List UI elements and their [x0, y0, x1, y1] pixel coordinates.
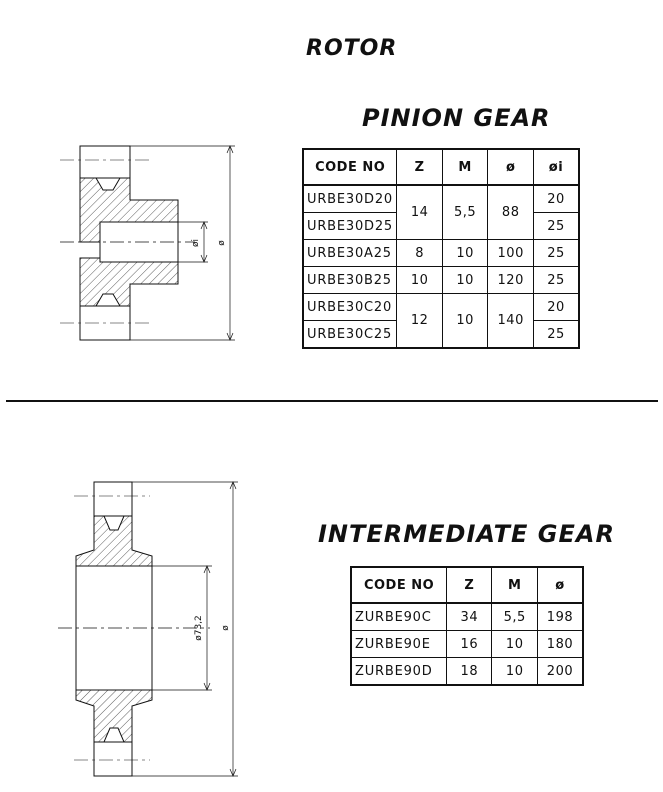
code-cell: URBE30C25	[302, 320, 398, 349]
header-m: M	[491, 566, 538, 604]
inter-upper-section	[75, 515, 153, 567]
code-cell: URBE30A25	[302, 239, 398, 267]
pinion-top-tooth	[79, 145, 131, 179]
code-cell: URBE30D20	[302, 184, 398, 213]
pinion-lower-section	[79, 257, 179, 307]
table-row: ZURBE90D 18 10 200	[350, 657, 584, 686]
pinion-gear-drawing	[60, 145, 235, 341]
pinion-outer-label: ø	[217, 240, 227, 246]
header-m: M	[441, 148, 489, 186]
z-cell: 34	[446, 602, 493, 631]
inner-diameter-cell: 20	[533, 293, 580, 321]
inter-bottom-tooth	[93, 741, 133, 777]
inner-diameter-cell: 25	[533, 320, 580, 349]
inter-bore-label: ø73,2	[194, 615, 204, 641]
section-divider	[6, 400, 658, 402]
code-cell: ZURBE90C	[350, 602, 448, 631]
header-diameter: ø	[536, 566, 584, 604]
table-header-row: CODE NO Z M ø øi	[302, 148, 580, 186]
diameter-cell: 198	[536, 602, 584, 631]
intermediate-gear-title: INTERMEDIATE GEAR	[318, 520, 615, 548]
z-cell: 8	[396, 239, 443, 267]
header-code-no: CODE NO	[302, 148, 398, 186]
header-diameter: ø	[487, 148, 534, 186]
table-row: URBE30A25 8 10 100 25	[302, 239, 580, 267]
header-code-no: CODE NO	[350, 566, 448, 604]
pinion-gear-table: CODE NO Z M ø øi URBE30D20 14 5,5 88 20 …	[302, 148, 580, 349]
m-cell: 10	[491, 630, 538, 658]
inter-top-tooth	[93, 481, 133, 517]
pinion-gear-title: PINION GEAR	[362, 104, 551, 132]
m-cell: 10	[491, 657, 538, 686]
table-header-row: CODE NO Z M ø	[350, 566, 584, 604]
diameter-cell: 120	[487, 266, 534, 294]
z-cell: 10	[396, 266, 443, 294]
table-row: URBE30B25 10 10 120 25	[302, 266, 580, 294]
z-cell: 18	[446, 657, 493, 686]
header-z: Z	[446, 566, 493, 604]
z-cell: 16	[446, 630, 493, 658]
diameter-cell: 140	[487, 293, 534, 349]
code-cell: ZURBE90E	[350, 630, 448, 658]
header-inner-diameter: øi	[533, 148, 580, 186]
intermediate-gear-table: CODE NO Z M ø ZURBE90C 34 5,5 198 ZURBE9…	[350, 566, 584, 686]
intermediate-gear-drawing	[58, 481, 238, 777]
header-z: Z	[396, 148, 443, 186]
table-row: URBE30D20 14 5,5 88 20	[302, 184, 580, 240]
inter-outer-label: ø	[221, 625, 231, 631]
pinion-bore-label: øi	[191, 239, 201, 247]
m-cell: 10	[441, 293, 489, 349]
inner-diameter-cell: 20	[533, 184, 580, 213]
table-row: URBE30C25 25	[302, 320, 580, 349]
diameter-cell: 180	[536, 630, 584, 658]
table-row: ZURBE90E 16 10 180	[350, 630, 584, 658]
diameter-cell: 100	[487, 239, 534, 267]
m-cell: 10	[441, 266, 489, 294]
inner-diameter-cell: 25	[533, 212, 580, 240]
table-row: URBE30C20 12 10 140 20	[302, 293, 580, 349]
inter-lower-section	[75, 689, 153, 743]
z-cell: 12	[396, 293, 443, 349]
rotor-title: ROTOR	[306, 36, 398, 61]
table-row: ZURBE90C 34 5,5 198	[350, 602, 584, 631]
m-cell: 10	[441, 239, 489, 267]
diameter-cell: 200	[536, 657, 584, 686]
m-cell: 5,5	[441, 184, 489, 240]
z-cell: 14	[396, 184, 443, 240]
